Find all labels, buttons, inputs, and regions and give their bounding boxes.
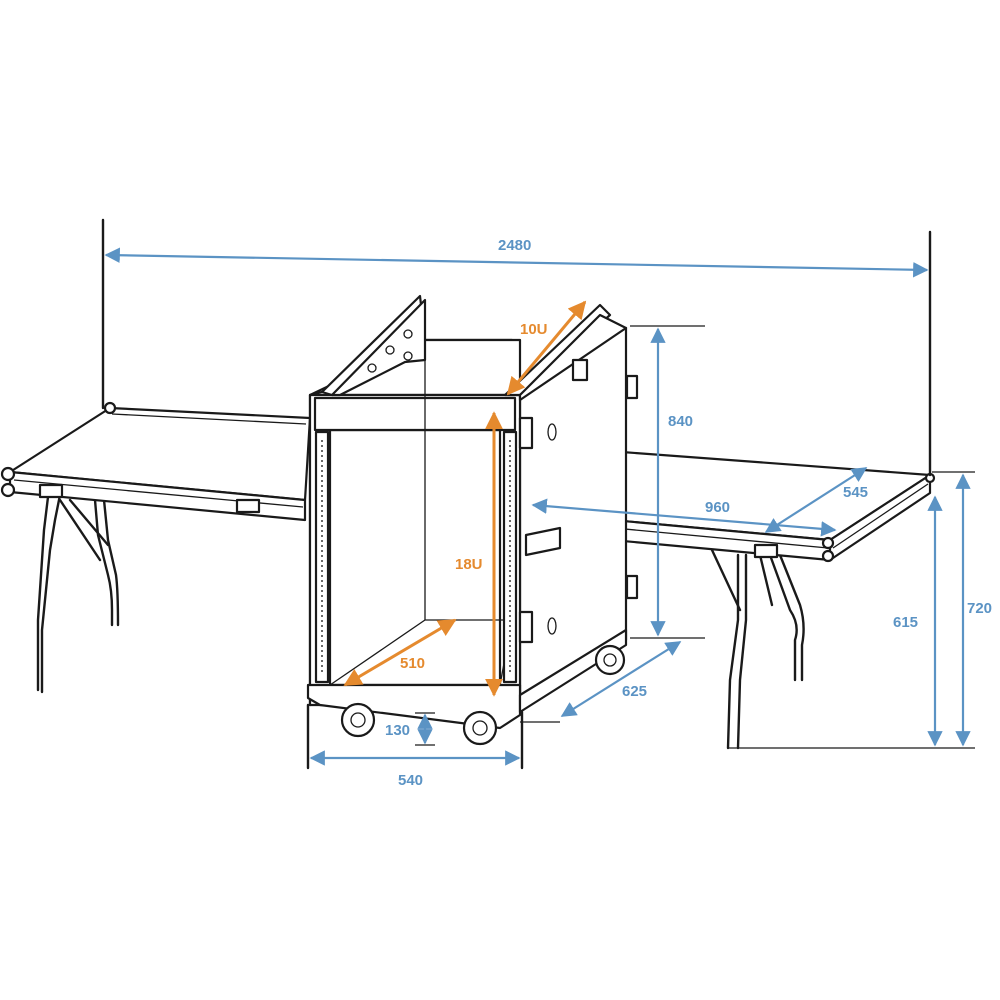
label-table-width: 960	[705, 499, 730, 516]
right-table-leg-rear	[768, 553, 798, 682]
label-table-depth: 545	[843, 484, 868, 501]
side-latch-top	[625, 374, 639, 400]
case-top-rail	[313, 396, 517, 432]
dim-table-depth	[764, 467, 868, 533]
left-table-latch-1	[38, 483, 64, 499]
dim-case-depth	[560, 641, 682, 717]
left-table-latch-2	[235, 498, 261, 514]
dim-inner-depth	[343, 618, 457, 687]
dim-overall-width	[104, 247, 929, 278]
door-handle-top	[547, 423, 557, 441]
left-table-leg-front	[40, 493, 62, 694]
left-table-leg-rear	[93, 498, 114, 627]
dim-top-rack-units	[506, 300, 587, 396]
label-inner-depth: 510	[400, 655, 425, 672]
rack-unit-lines	[343, 300, 587, 697]
dimension-lines	[101, 218, 975, 770]
label-case-width: 540	[398, 772, 423, 789]
label-overall-width: 2480	[498, 237, 531, 254]
rack-case	[306, 294, 639, 746]
hinge-bottom	[518, 610, 534, 644]
dimension-labels: 2480 840 960 545 625 540 130 615 720 10U…	[385, 237, 992, 789]
label-front-rack-units: 18U	[455, 556, 483, 573]
caster-rear	[594, 644, 626, 676]
hinge-top	[518, 416, 534, 450]
label-case-height: 840	[668, 413, 693, 430]
caster-front-right	[462, 710, 498, 746]
door-latch-top	[571, 358, 589, 382]
left-table-corner	[103, 401, 117, 415]
door-handle-bottom	[547, 617, 557, 635]
label-case-depth: 625	[622, 683, 647, 700]
label-caster-height: 130	[385, 722, 410, 739]
label-table-height-low: 615	[893, 614, 918, 631]
right-table-leg-front	[726, 553, 740, 750]
side-latch-bottom	[625, 574, 639, 600]
right-table-latch-2	[753, 543, 779, 559]
label-table-height-high: 720	[967, 600, 992, 617]
rack-rail-right	[502, 430, 518, 684]
rack-rail-left	[314, 430, 330, 684]
caster-front-left	[340, 702, 376, 738]
label-top-rack-units: 10U	[520, 321, 548, 338]
left-table	[0, 401, 312, 694]
